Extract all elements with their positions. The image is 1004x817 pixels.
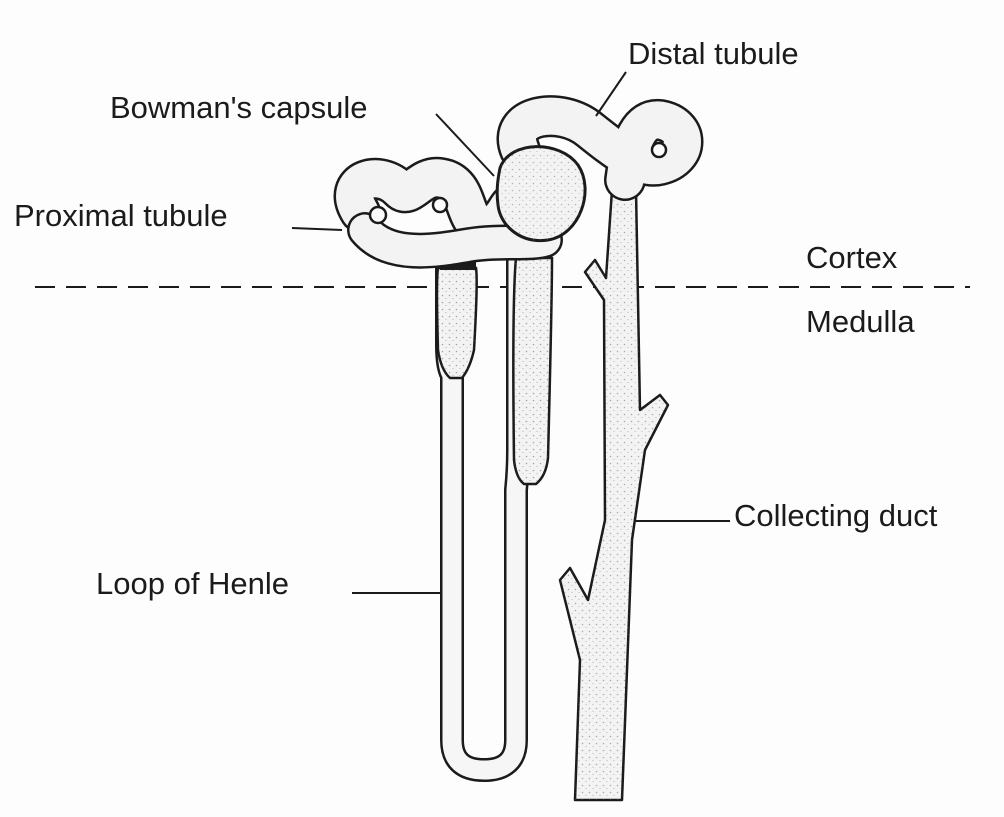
bowmans-capsule-label: Bowman's capsule: [110, 90, 368, 125]
loop-of-henle-shape: [435, 244, 554, 782]
bowmans-capsule-shape: [495, 145, 587, 243]
collecting-duct-shape: [558, 174, 670, 802]
distal-tubule-leader: [595, 71, 627, 117]
bowmans-capsule-leader: [435, 113, 495, 177]
loop-of-henle-label: Loop of Henle: [96, 566, 290, 601]
distal-tubule-shape: [496, 95, 704, 201]
cortex-label: Cortex: [806, 240, 898, 275]
collecting-duct-label: Collecting duct: [734, 498, 938, 533]
proximal-tubule-label: Proximal tubule: [14, 198, 228, 233]
proximal-tubule-shape: [333, 156, 563, 269]
proximal-tubule-leader: [291, 227, 343, 231]
medulla-label: Medulla: [806, 304, 915, 339]
distal-tubule-label: Distal tubule: [628, 36, 799, 71]
